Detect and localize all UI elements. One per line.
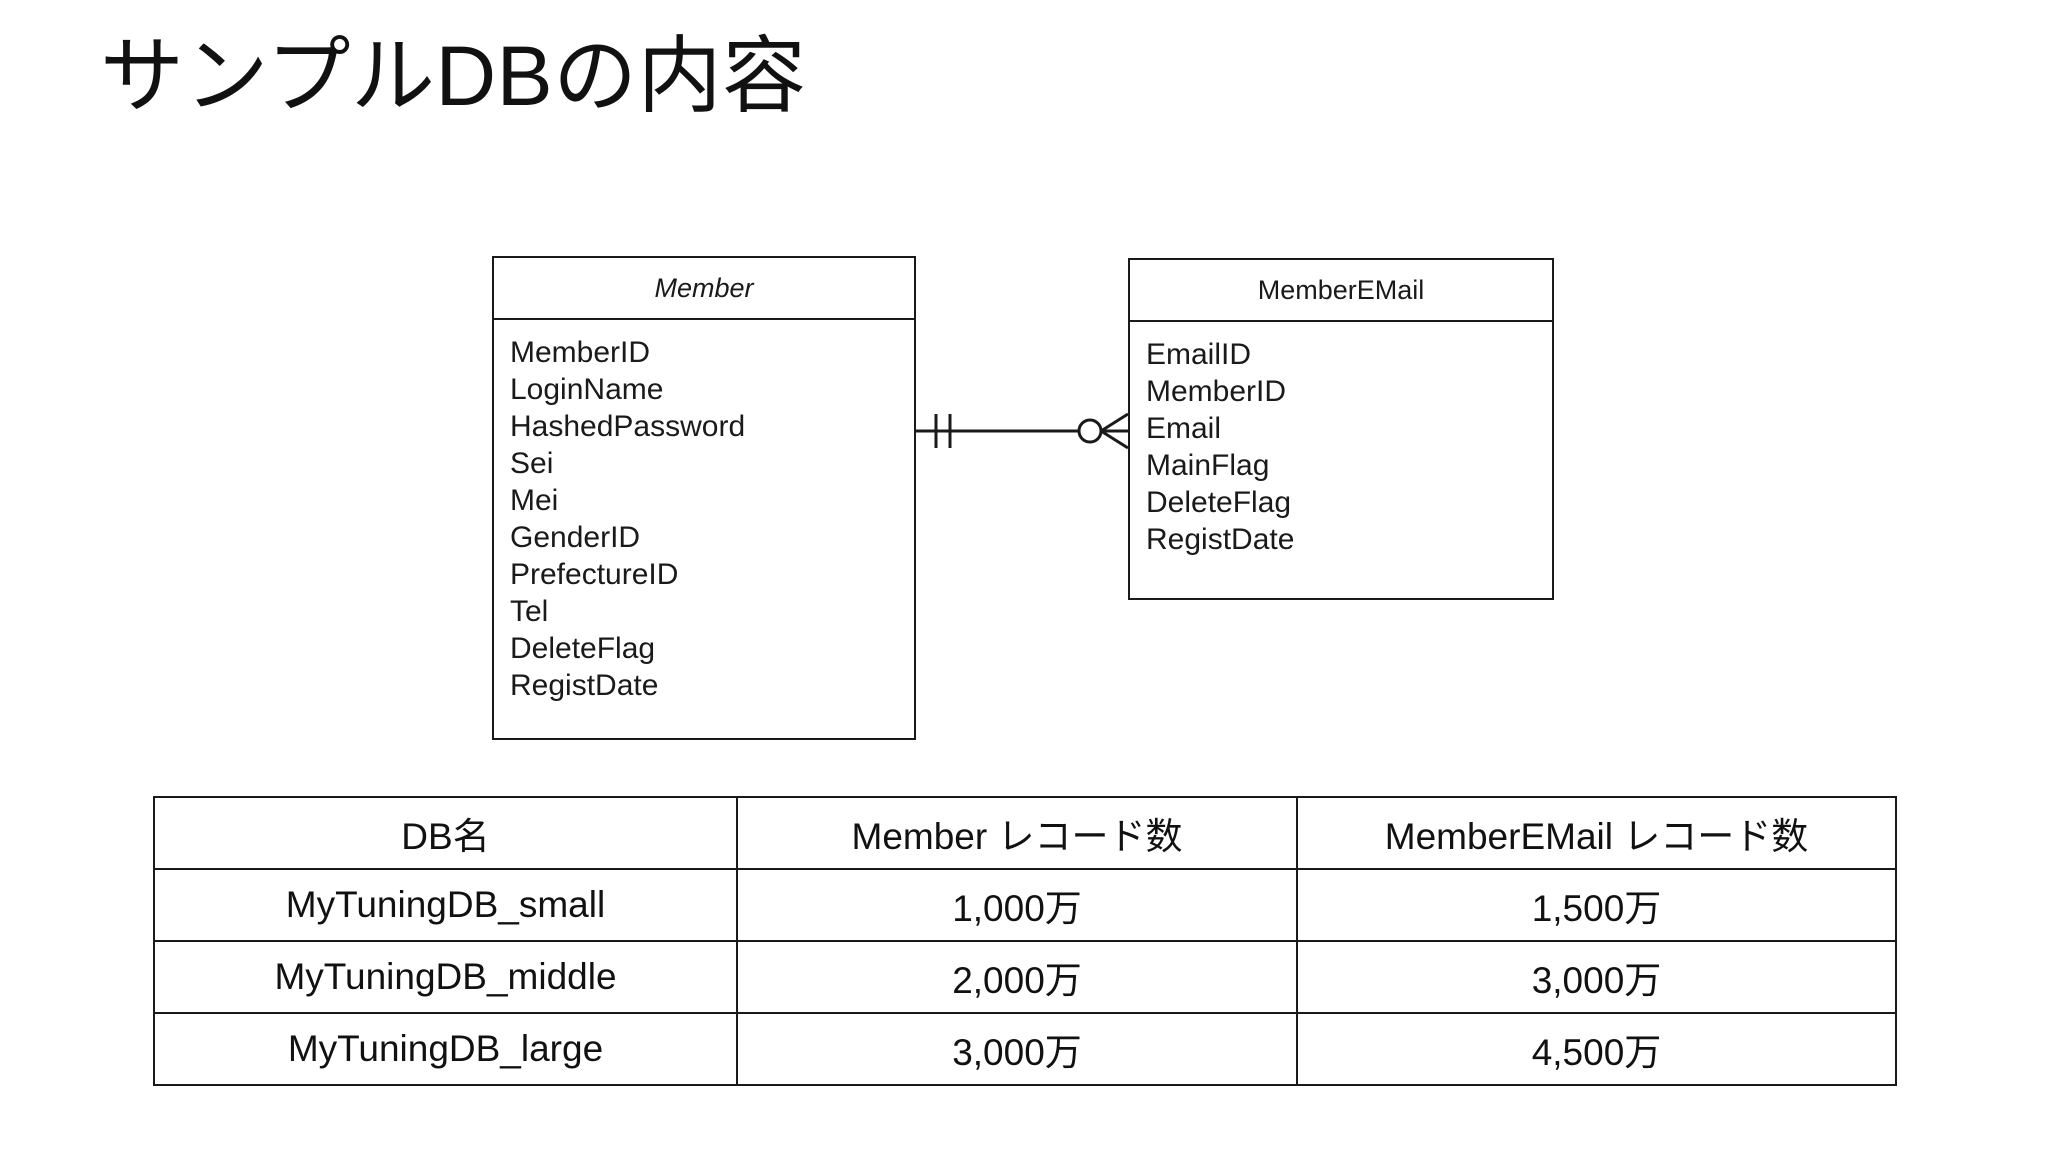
table-row: MyTuningDB_small 1,000万 1,500万	[153, 868, 1897, 942]
entity-member-attribute-list: MemberID LoginName HashedPassword Sei Me…	[494, 320, 914, 718]
cell-db-name: MyTuningDB_middle	[153, 940, 738, 1014]
cell-member-count: 3,000万	[736, 1012, 1298, 1086]
column-header-email-count: MemberEMail レコード数	[1296, 796, 1897, 870]
cell-member-count: 1,000万	[736, 868, 1298, 942]
cell-db-name: MyTuningDB_large	[153, 1012, 738, 1086]
entity-memberemail[interactable]: MemberEMail EmailID MemberID Email MainF…	[1128, 258, 1554, 600]
entity-member-title: Member	[494, 258, 914, 320]
cell-email-count: 3,000万	[1296, 940, 1897, 1014]
table-row: MyTuningDB_large 3,000万 4,500万	[153, 1012, 1897, 1086]
entity-memberemail-attribute-list: EmailID MemberID Email MainFlag DeleteFl…	[1130, 322, 1552, 572]
attribute-row: HashedPassword	[510, 410, 746, 443]
column-header-member-count: Member レコード数	[736, 796, 1298, 870]
cell-email-count: 1,500万	[1296, 868, 1897, 942]
attribute-row: Mei	[510, 484, 559, 517]
db-record-count-table: DB名 Member レコード数 MemberEMail レコード数 MyTun…	[153, 796, 1897, 1086]
attribute-row: LoginName	[510, 373, 664, 406]
table-row: MyTuningDB_middle 2,000万 3,000万	[153, 940, 1897, 1014]
cell-db-name: MyTuningDB_small	[153, 868, 738, 942]
entity-memberemail-title: MemberEMail	[1130, 260, 1552, 322]
attribute-row: Email	[1146, 412, 1222, 445]
attribute-row: PrefectureID	[510, 558, 679, 591]
entity-member[interactable]: Member MemberID LoginName HashedPassword…	[492, 256, 916, 740]
attribute-row: Tel	[510, 595, 549, 628]
attribute-row: MainFlag	[1146, 449, 1270, 482]
cell-email-count: 4,500万	[1296, 1012, 1897, 1086]
attribute-row: RegistDate	[510, 669, 659, 702]
crowsfoot-top	[1100, 412, 1129, 433]
page-title: サンプルDBの内容	[100, 29, 807, 123]
attribute-row: DeleteFlag	[1146, 486, 1292, 519]
attribute-row: GenderID	[510, 521, 641, 554]
crowsfoot-bottom	[1100, 429, 1129, 450]
cardinality-zero-circle	[1077, 418, 1103, 444]
column-header-db-name: DB名	[153, 796, 738, 870]
table-header-row: DB名 Member レコード数 MemberEMail レコード数	[153, 796, 1897, 870]
cell-member-count: 2,000万	[736, 940, 1298, 1014]
attribute-row: EmailID	[1146, 338, 1252, 371]
attribute-row: RegistDate	[1146, 523, 1295, 556]
attribute-row: Sei	[510, 447, 554, 480]
attribute-row: MemberID	[510, 336, 651, 369]
attribute-row: DeleteFlag	[510, 632, 656, 665]
attribute-row: MemberID	[1146, 375, 1287, 408]
